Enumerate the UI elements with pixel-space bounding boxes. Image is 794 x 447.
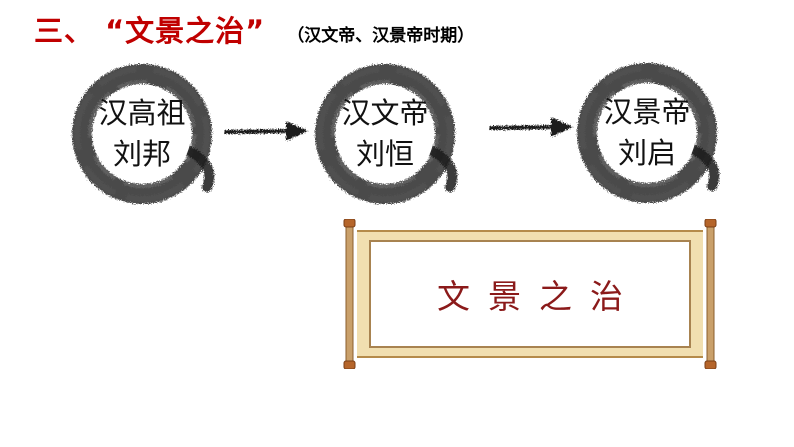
- arrow-right-icon: [224, 121, 308, 141]
- scroll-banner: 文景之治: [343, 219, 717, 369]
- ink-ring-icon: [577, 63, 720, 203]
- ruler-2-name: 刘恒: [355, 137, 414, 171]
- section-subheading: （汉文帝、汉景帝时期）: [287, 26, 475, 46]
- section-heading: 三、 “文景之治”: [34, 14, 266, 48]
- scroll-rod-left-icon: [343, 219, 356, 369]
- ruler-circle-1: 汉高祖 刘邦: [67, 59, 217, 209]
- arrow-right-icon: [489, 117, 573, 137]
- ruler-1-title: 汉高祖: [98, 96, 186, 130]
- ruler-3-title: 汉景帝: [603, 95, 691, 129]
- scroll-paper: 文景之治: [357, 230, 703, 358]
- slide-title: 三、 “文景之治” （汉文帝、汉景帝时期）: [34, 8, 474, 48]
- ruler-circle-2: 汉文帝 刘恒: [310, 59, 460, 209]
- scroll-text: 文景之治: [437, 277, 641, 316]
- ruler-1-name: 刘邦: [112, 137, 171, 171]
- ruler-3-name: 刘启: [617, 136, 676, 170]
- ruler-2-title: 汉文帝: [341, 96, 429, 130]
- ink-ring-icon: [315, 64, 458, 204]
- ink-ring-icon: [72, 64, 215, 204]
- scroll-rod-right-icon: [704, 219, 717, 369]
- ruler-circle-3: 汉景帝 刘启: [572, 58, 722, 208]
